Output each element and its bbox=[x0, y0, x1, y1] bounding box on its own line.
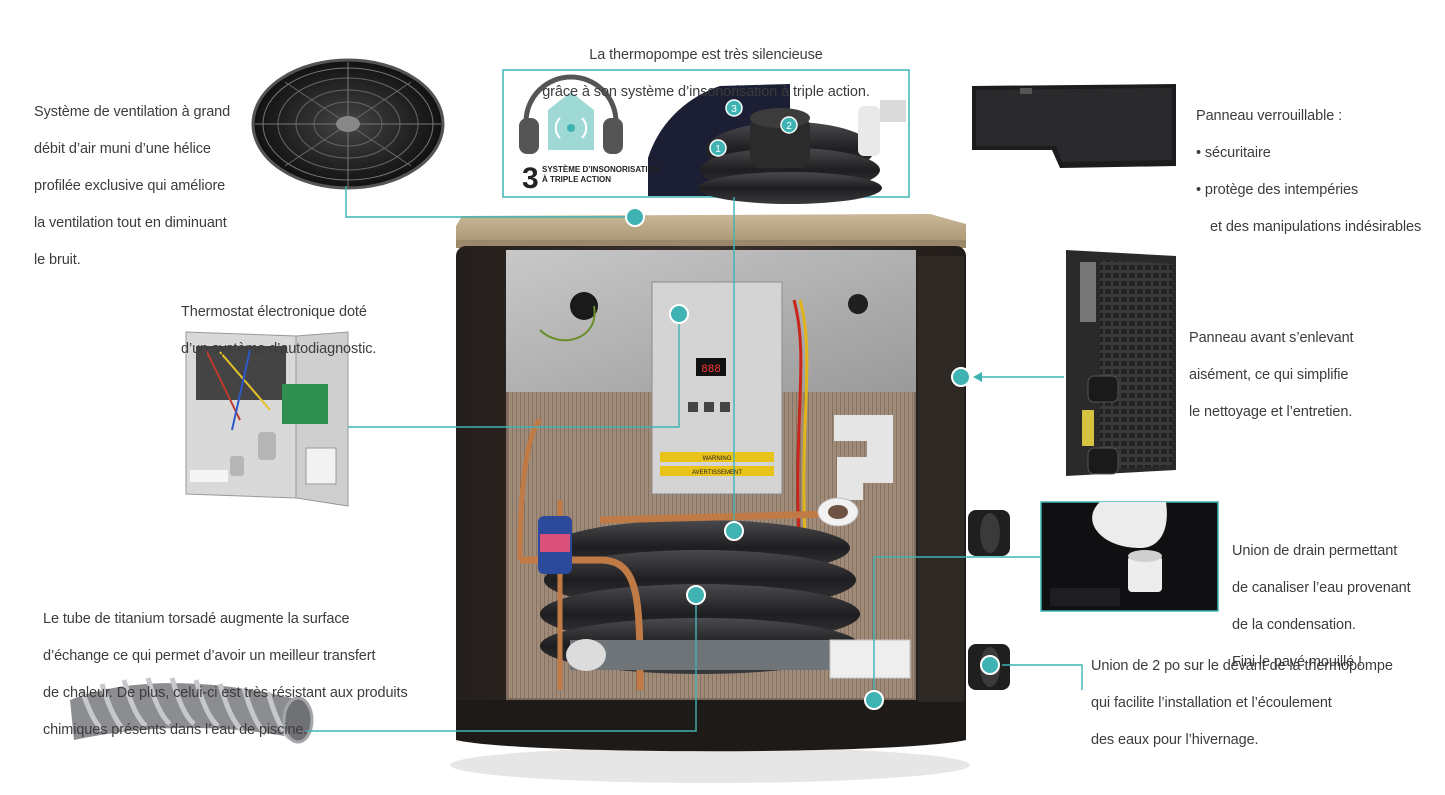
callout-fan-line-4: la ventilation tout en diminuant bbox=[34, 214, 227, 231]
callout-fan-line-5: le bruit. bbox=[34, 251, 81, 268]
callout-noise-line-2: grâce à son système d’insonorisation à t… bbox=[542, 83, 870, 100]
arrow-head-icon bbox=[973, 372, 982, 382]
warning-label: WARNING bbox=[703, 456, 732, 462]
dot-union bbox=[980, 655, 1000, 675]
callout-union-line-3: des eaux pour l’hivernage. bbox=[1091, 731, 1259, 748]
front-panel-image bbox=[1066, 250, 1176, 476]
callout-drain-line-2: de canaliser l’eau provenant bbox=[1232, 579, 1411, 596]
callout-noise: La thermopompe est très silencieuse grâc… bbox=[516, 27, 896, 120]
callout-panel-lock: Panneau verrouillable : • sécuritaire • … bbox=[1196, 88, 1436, 255]
dot-front-panel bbox=[951, 367, 971, 387]
callout-titanium-line-1: Le tube de titanium torsadé augmente la … bbox=[43, 610, 350, 627]
dot-noise bbox=[724, 521, 744, 541]
leader-fan bbox=[345, 186, 635, 218]
callout-dots bbox=[625, 207, 1000, 710]
callout-fan-line-2: débit d’air muni d’une hélice bbox=[34, 140, 211, 157]
callout-thermostat-line-1: Thermostat électronique doté bbox=[181, 303, 367, 320]
callout-panel-lock-bullet-3: et des manipulations indésirables bbox=[1210, 218, 1422, 235]
callout-thermostat: Thermostat électronique doté d’un systèm… bbox=[181, 284, 411, 377]
thermostat-box-image bbox=[185, 331, 349, 507]
leader-lines bbox=[306, 186, 1083, 732]
callout-titanium-line-2: d’échange ce qui permet d’avoir un meill… bbox=[43, 647, 376, 664]
callout-panel-lock-title: Panneau verrouillable : bbox=[1196, 107, 1343, 124]
noise-marker-2: 2 bbox=[786, 121, 792, 132]
callout-union-line-2: qui facilite l’installation et l’écoulem… bbox=[1091, 694, 1332, 711]
drain-union-inset bbox=[1040, 501, 1219, 612]
callout-panel-lock-bullet-2: • protège des intempéries bbox=[1196, 181, 1359, 198]
thermostat-readout: 888 bbox=[701, 364, 721, 376]
badge-number: 3 bbox=[522, 162, 539, 195]
callout-drain-line-1: Union de drain permettant bbox=[1232, 542, 1398, 559]
dot-thermostat bbox=[669, 304, 689, 324]
callout-panel-lock-bullet-2-text: protège des intempéries bbox=[1204, 181, 1359, 198]
noise-marker-1: 1 bbox=[715, 144, 721, 155]
heat-pump-unit bbox=[450, 214, 1010, 783]
avertissement-label: AVERTISSEMENT bbox=[692, 470, 742, 476]
leader-titanium bbox=[306, 595, 697, 732]
callout-fan-line-1: Système de ventilation à grand bbox=[34, 103, 231, 120]
leader-union bbox=[1002, 664, 1083, 690]
callout-drain: Union de drain permettant de canaliser l… bbox=[1232, 523, 1437, 690]
noise-marker-3: 3 bbox=[731, 104, 737, 115]
callout-noise-line-1: La thermopompe est très silencieuse bbox=[589, 46, 823, 63]
callout-drain-line-3: de la condensation. bbox=[1232, 616, 1356, 633]
dot-titanium bbox=[686, 585, 706, 605]
callout-front-panel-line-1: Panneau avant s’enlevant bbox=[1189, 329, 1354, 346]
leader-drain bbox=[873, 556, 1040, 700]
callout-front-panel: Panneau avant s’enlevant aisément, ce qu… bbox=[1189, 310, 1389, 440]
noise-inset bbox=[502, 69, 910, 204]
callout-titanium-line-4: chimiques présents dans l’eau de piscine… bbox=[43, 721, 308, 738]
titanium-tube-image bbox=[70, 677, 314, 744]
callout-titanium: Le tube de titanium torsadé augmente la … bbox=[43, 591, 423, 758]
dot-drain bbox=[864, 690, 884, 710]
callout-thermostat-line-2: d’un système d’autodiagnostic. bbox=[181, 340, 377, 357]
callout-front-panel-line-2: aisément, ce qui simplifie bbox=[1189, 366, 1349, 383]
callout-fan-line-3: profilée exclusive qui améliore bbox=[34, 177, 226, 194]
callout-union-line-1: Union de 2 po sur le devant de la thermo… bbox=[1091, 657, 1393, 674]
dot-fan bbox=[625, 207, 645, 227]
badge-line-2: À TRIPLE ACTION bbox=[542, 175, 611, 184]
callout-drain-line-4: Fini le pavé mouillé ! bbox=[1232, 653, 1362, 670]
callout-front-panel-line-3: le nettoyage et l’entretien. bbox=[1189, 403, 1353, 420]
leader-thermostat bbox=[348, 314, 680, 428]
callout-fan: Système de ventilation à grand débit d’a… bbox=[34, 84, 254, 288]
badge-line-1: SYSTÈME D’INSONORISATION bbox=[542, 165, 660, 174]
callout-union: Union de 2 po sur le devant de la thermo… bbox=[1091, 638, 1436, 768]
callout-titanium-line-3: de chaleur. De plus, celui-ci est très r… bbox=[43, 684, 408, 701]
callout-panel-lock-bullet-1: • sécuritaire bbox=[1196, 144, 1271, 161]
callout-panel-lock-bullet-1-text: sécuritaire bbox=[1204, 144, 1271, 161]
locking-panel-image bbox=[972, 84, 1176, 168]
fan-image bbox=[251, 58, 445, 190]
